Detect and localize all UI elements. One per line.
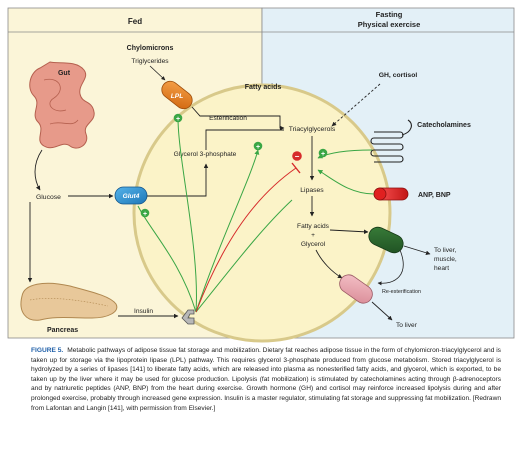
glycerol-label: Glycerol (301, 241, 326, 248)
glycerol3p-plus-badge (253, 141, 263, 151)
glycerol3p-plus-text: + (256, 144, 260, 151)
gut-to-glucose-arrow (34, 149, 43, 191)
to-liver-arrow (371, 301, 393, 321)
catecholamines-plus-badge (318, 148, 328, 158)
catecholamines-label: Catecholamines (417, 122, 471, 129)
glut4-label: Glut4 (123, 193, 140, 200)
pancreas-label: Pancreas (47, 327, 78, 334)
gut-label: Gut (58, 70, 71, 77)
lpl-plus-text: + (176, 116, 180, 123)
figure-number: FIGURE 5. (31, 347, 64, 354)
glycerol3p-to-tag-arrow (205, 129, 284, 150)
adipocyte-cell (132, 83, 392, 343)
chylomicrons-label: Chylomicrons (127, 45, 174, 52)
lpl-label: LPL (171, 93, 183, 100)
fatty-acids-to-transporter-arrow (329, 229, 369, 235)
triacylglycerols-label: Triacylglycerols (289, 126, 336, 133)
exercise-header: Physical exercise (358, 20, 421, 29)
triglycerides-to-lpl-arrow (149, 65, 166, 81)
re-esterification-arrow (377, 249, 404, 286)
triglycerides-label: Triglycerides (131, 58, 169, 65)
plus-sign-label: + (311, 232, 315, 239)
glycerol-transporter (339, 274, 373, 304)
anp-bnp-label: ANP, BNP (418, 192, 451, 199)
to-liver-muscle-arrow (403, 245, 431, 255)
gh-cortisol-label: GH, cortisol (379, 72, 418, 79)
glut4-transporter (114, 186, 148, 205)
pancreas-icon (20, 282, 118, 321)
fatty-acids-mid-label: Fatty acids (297, 223, 330, 230)
gh-cortisol-dashed-arrow (331, 83, 381, 127)
anp-bnp-receptor (373, 187, 409, 201)
gut-icon (29, 61, 95, 149)
lpl-plus-badge (173, 113, 183, 123)
to-liver-muscle-heart-line2: muscle, (434, 256, 457, 263)
insulin-label: Insulin (134, 308, 153, 315)
fasting-header: Fasting (376, 10, 403, 19)
lpl-to-esterification-arrow (191, 106, 285, 131)
glut4-plus-text: + (143, 211, 147, 218)
glycerol-3-phosphate-label: Glycerol 3-phosphate (174, 151, 237, 158)
figure-caption: FIGURE 5.Metabolic pathways of adipose t… (31, 346, 501, 413)
fed-header: Fed (128, 17, 142, 26)
esterification-label: Esterification (209, 115, 247, 122)
lipases-label: Lipases (300, 187, 324, 194)
lpl-enzyme (161, 80, 193, 110)
caption-text: Metabolic pathways of adipose tissue fat… (31, 347, 501, 412)
glucose-to-glycerol3p-arrow (147, 163, 209, 197)
beta-adrenoceptor-icon (370, 119, 412, 163)
to-liver-muscle-heart-line1: To liver, (434, 247, 457, 254)
glucose-label: Glucose (36, 194, 61, 201)
lipolysis-minus-text: − (295, 152, 300, 161)
fatty-acids-top-label: Fatty acids (245, 84, 282, 91)
glut4-plus-badge (140, 208, 150, 218)
glycerol-to-transporter-arrow (315, 249, 343, 279)
insulin-inhibition-bar (291, 162, 301, 174)
anp-activation-arrow (317, 169, 375, 195)
to-liver-label: To liver (396, 322, 418, 329)
catecholamines-plus-text: + (321, 151, 325, 158)
lipolysis-minus-badge (292, 151, 302, 161)
re-esterification-label: Re-esterification (382, 289, 421, 295)
to-liver-muscle-heart-line3: heart (434, 265, 449, 272)
insulin-receptor-icon (181, 309, 195, 325)
insulin-inhibition-line (195, 167, 297, 313)
fatty-acid-transporter (368, 226, 404, 254)
